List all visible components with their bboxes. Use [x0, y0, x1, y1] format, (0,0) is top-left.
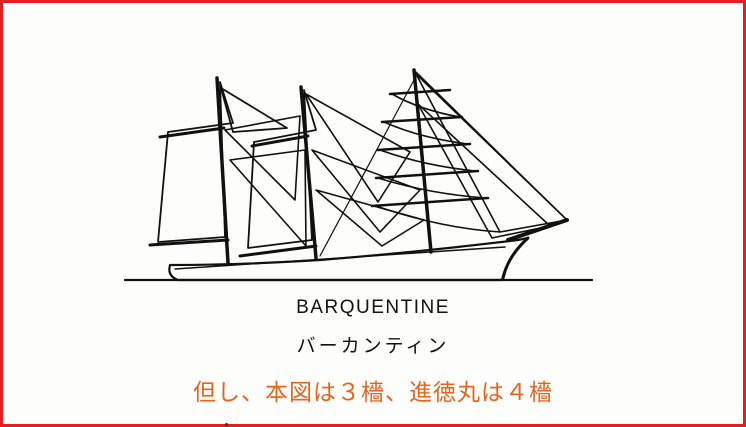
fore-royal-yard — [388, 88, 452, 96]
mizzen-boom — [148, 238, 230, 247]
fore-upper-topsail-yard — [376, 142, 472, 152]
caption-japanese: バーカンティン — [296, 335, 450, 357]
mizzen-gaff — [158, 126, 226, 139]
mizzen-gaff-sail — [157, 81, 234, 243]
jib-inner — [417, 103, 551, 239]
fore-topgallant-sail — [383, 121, 469, 145]
main-gaff-sail — [247, 89, 317, 249]
main-staysail-2 — [229, 149, 307, 247]
fore-upper-topsail — [379, 149, 477, 172]
fore-course — [375, 205, 501, 233]
main-boom — [238, 244, 318, 258]
main-staysail-1 — [224, 115, 301, 201]
fore-lower-topsail-yard — [374, 169, 480, 180]
mizzen-staysail — [220, 87, 288, 133]
fore-topgallant-yard — [380, 115, 464, 124]
caption-english: BARQUENTINE — [296, 297, 450, 318]
fore-staysail-3 — [315, 189, 425, 247]
backstay — [319, 79, 415, 257]
barquentine-illustration — [123, 68, 594, 282]
scan-speck — [225, 423, 228, 426]
ship-hull — [168, 236, 530, 282]
bow-cutwater — [501, 236, 530, 280]
jib-outer — [415, 73, 568, 233]
annotation-note: 但し、本図は３檣、進徳丸は４檣 — [193, 380, 553, 406]
fore-lower-topsail — [377, 177, 487, 199]
forestay — [415, 71, 568, 221]
hull-sheer-line — [174, 246, 506, 270]
fore-course-yard — [370, 196, 490, 208]
bowsprit — [506, 218, 569, 242]
